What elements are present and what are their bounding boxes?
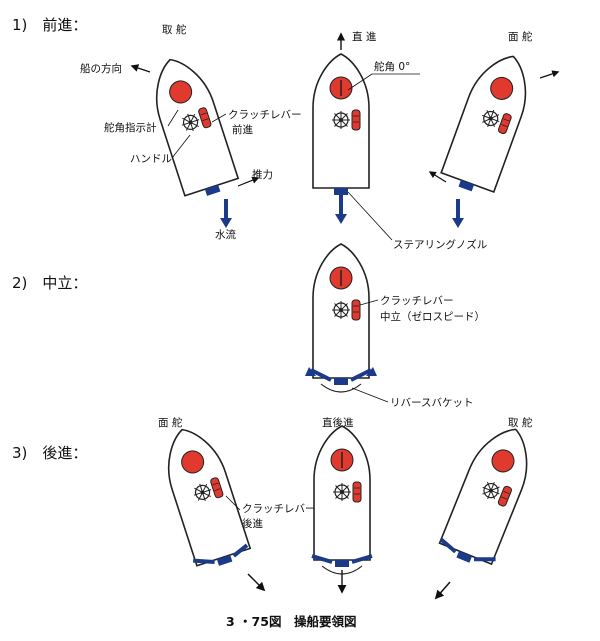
leader-reverse-bucket (351, 387, 389, 403)
thrust-arrow-right (428, 171, 447, 183)
section-forward: 1) 前進： (12, 16, 87, 34)
heading-arrow (130, 64, 151, 73)
leader-rudder-indicator (167, 109, 179, 127)
boat-neutral (305, 243, 377, 393)
section-neutral: 2) 中立： (12, 274, 87, 292)
leader-clutch-rev (225, 495, 241, 511)
leader-rudder-zero (347, 73, 373, 91)
boat-fwd-left (142, 50, 239, 197)
boat-rev-left (154, 420, 251, 567)
boat-rev-right (438, 418, 543, 565)
label-clutch-neutral-2: 中立（ゼロスピード） (380, 310, 485, 323)
water-flow-arrow-fwd-right (450, 197, 466, 230)
boat-title-fwd-center: 直 進 (352, 30, 377, 43)
leader-steering-nozzle (347, 191, 393, 241)
rev-left-thrust-arrow (247, 573, 266, 592)
boat-fwd-right (440, 46, 541, 193)
turn-arrow-right (539, 70, 560, 79)
section-reverse: 3) 後進： (12, 444, 87, 462)
boat-title-rev-right: 取 舵 (508, 416, 533, 429)
boat-title-fwd-left: 取 舵 (162, 23, 187, 36)
boat-title-rev-left: 面 舵 (158, 416, 183, 429)
label-clutch-fwd-1: クラッチレバー (228, 109, 302, 121)
label-rudder-indicator: 舵角指示計 (104, 121, 157, 134)
rev-right-thrust-arrow (434, 581, 451, 600)
label-reverse-bucket: リバースバケット (390, 397, 473, 409)
label-handle: ハンドル (130, 153, 172, 165)
figure-caption: 3 ・75図 操船要領図 (226, 614, 356, 629)
label-clutch-rev-1: クラッチレバー (242, 503, 316, 515)
leader-handle (171, 134, 191, 159)
label-clutch-rev-2: 後進 (242, 517, 263, 530)
label-thrust: 推力 (252, 168, 273, 181)
boat-rev-center (311, 425, 373, 594)
water-flow-arrow-fwd-center (333, 193, 349, 226)
thrust-arrow (237, 176, 260, 187)
label-rudder-zero: 舵角 0° (374, 60, 410, 73)
water-flow-arrow-fwd-left (218, 197, 234, 230)
label-water-flow: 水流 (215, 228, 236, 241)
leader-clutch-neutral (359, 299, 379, 306)
label-steering-nozzle: ステアリングノズル (393, 238, 487, 251)
label-clutch-neutral-1: クラッチレバー (380, 295, 454, 307)
leader-clutch-fwd (211, 113, 227, 123)
label-heading: 船の方向 (80, 62, 122, 75)
label-clutch-fwd-2: 前進 (232, 123, 253, 136)
boat-title-fwd-right: 面 舵 (508, 30, 533, 43)
boat-title-rev-center: 直後進 (322, 416, 354, 429)
boat-fwd-center (312, 53, 370, 195)
